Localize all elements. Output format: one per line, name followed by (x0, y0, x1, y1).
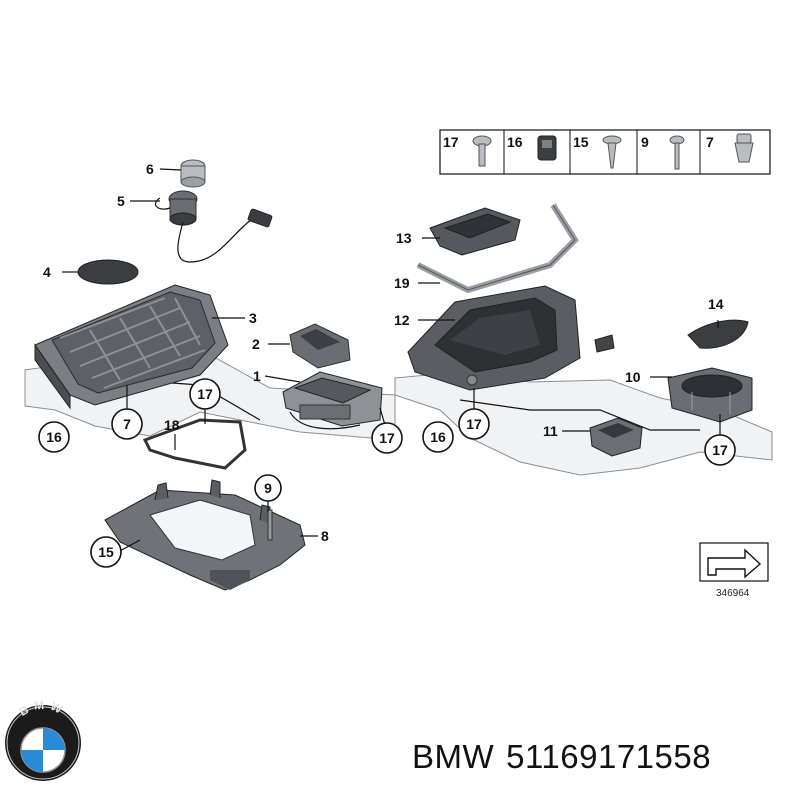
legend-label-15: 15 (573, 134, 589, 150)
seal-strip-part (142, 418, 247, 470)
callout-6: 6 (146, 161, 154, 177)
callout-1: 1 (253, 368, 261, 384)
bmw-logo: BMW (5, 698, 81, 781)
bolt-17-icon (472, 135, 492, 167)
callout-11: 11 (543, 423, 558, 439)
callout-13: 13 (396, 230, 412, 246)
coin-tray-part (289, 323, 351, 369)
mounting-bracket-part (104, 479, 306, 591)
callout-8: 8 (321, 528, 329, 544)
lid-cover-part (429, 207, 521, 256)
small-tray-part (589, 417, 643, 457)
direction-arrow-icon (707, 548, 762, 579)
clip-16-icon (537, 135, 557, 161)
callout-16-right: 16 (430, 429, 446, 445)
callout-12: 12 (394, 312, 410, 328)
legend-label-16: 16 (507, 134, 523, 150)
callout-2: 2 (252, 336, 260, 352)
cup-holder-part (667, 367, 753, 423)
callout-16-left: 16 (46, 429, 62, 445)
part-caption: BMW 51169171558 (412, 738, 723, 776)
callout-15: 15 (98, 544, 114, 560)
socket-cap-part (180, 159, 206, 188)
callout-19: 19 (394, 275, 410, 291)
callout-7: 7 (123, 416, 131, 432)
part-number: 51169171558 (506, 738, 712, 775)
rubber-mat-part (77, 259, 139, 285)
hardware-legend: 17 16 15 9 7 (439, 129, 771, 175)
reference-number: 346964 (716, 588, 750, 599)
callout-4: 4 (43, 264, 51, 280)
screw-9-icon (669, 135, 685, 170)
legend-label-9: 9 (641, 134, 649, 150)
callout-17-a: 17 (197, 386, 213, 402)
right-console-frame (394, 371, 773, 476)
screw-15-icon (602, 135, 622, 169)
storage-tray-part (34, 284, 229, 410)
power-socket-part (155, 190, 273, 263)
switch-unit-part (282, 371, 383, 430)
bolt-7-icon (734, 133, 754, 163)
callout-18: 18 (164, 417, 180, 433)
legend-label-17: 17 (443, 134, 459, 150)
armrest-box-part (407, 285, 615, 391)
side-cover-part (687, 319, 749, 349)
brand-name: BMW (412, 738, 495, 775)
diagram-reference: 346964 (699, 542, 769, 599)
callout-3: 3 (249, 310, 257, 326)
callout-17-c: 17 (466, 416, 482, 432)
leader-lines (62, 168, 721, 553)
callout-17-d: 17 (712, 442, 728, 458)
callout-10: 10 (625, 369, 641, 385)
callout-5: 5 (117, 193, 125, 209)
callout-17-b: 17 (379, 430, 395, 446)
callout-9: 9 (264, 480, 272, 496)
legend-label-7: 7 (706, 134, 714, 150)
callout-14: 14 (708, 296, 724, 312)
